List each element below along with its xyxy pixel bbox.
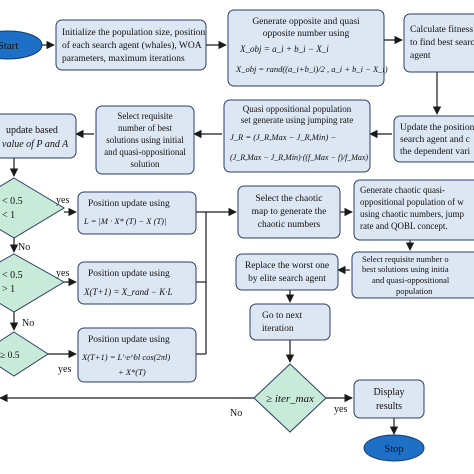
select-best-line-5: solution <box>130 159 160 169</box>
init-line-2: of each search agent (whales), WOA <box>62 40 202 51</box>
select-best2-line-4: population <box>396 286 433 296</box>
start-terminal: Start <box>0 30 43 60</box>
display-line-1: Display <box>373 387 404 398</box>
next-iter-line-1: Go to next <box>262 311 302 321</box>
pos1-title: Position update using <box>88 199 170 209</box>
left-update-line-2: value of P and A <box>2 139 69 150</box>
next-iteration-box: Go to next iteration <box>249 303 331 341</box>
edge-no-1: No <box>18 242 30 253</box>
chaotic-select-box: Select the chaotic map to generate the c… <box>237 185 341 239</box>
select-best-2-box: Select requisite number o best solutions… <box>351 251 474 299</box>
qopp-line-1: Quasi oppositional population <box>243 104 352 114</box>
d3-line-1: ≥ 0.5 <box>0 351 20 361</box>
select-best-line-2: number of best <box>118 123 172 133</box>
pos3-eq-2: + X*(T) <box>118 367 146 377</box>
replace-line-2: by elite search agent <box>248 274 326 284</box>
opposite-eq-2: X_obj = rand((a_i+b_i)/2 , a_i + b_i − X… <box>235 64 388 74</box>
select-best2-line-3: and quasi-oppositional <box>372 275 450 285</box>
iteration-decision: ≥ iter_max <box>253 363 327 433</box>
pos2-eq: X(T+1) = X_rand − K·L <box>83 287 172 297</box>
opposite-line-1: Generate opposite and quasi <box>252 17 360 27</box>
iter-decision-label: ≥ iter_max <box>266 393 314 405</box>
opposite-line-2: opposite number using <box>263 29 350 39</box>
replace-box: Replace the worst one by elite search ag… <box>235 253 339 291</box>
edge-yes-2: yes <box>56 268 69 279</box>
quasi-opposition-box: Quasi oppositional population set genera… <box>223 99 371 173</box>
qopp-line-2: set generate using jumping rate <box>241 115 353 125</box>
chaotic-select-line-3: chaotic numbers <box>258 220 321 230</box>
chaotic-generate-box: Generate chaotic quasi- oppositional pop… <box>353 179 474 241</box>
edge-yes-3: yes <box>58 364 71 375</box>
select-best-line-4: and quasi-oppositional <box>104 147 186 157</box>
select-best2-line-2: best solutions using initia <box>362 264 449 274</box>
stop-terminal: Stop <box>363 434 425 462</box>
qopp-eq-2: (J_R,Max − J_R,Min)·((f_Max − f)/f_Max) <box>230 153 368 162</box>
left-update-box: update based value of P and A <box>0 113 77 159</box>
pos3-title: Position update using <box>88 335 170 345</box>
init-line-1: Initialize the population size, position <box>62 28 206 38</box>
replace-line-1: Replace the worst one <box>245 261 329 271</box>
next-iter-line-2: iteration <box>262 324 294 334</box>
opposite-box: Generate opposite and quasi opposite num… <box>227 9 388 87</box>
update-pos-line-1: Update the position <box>400 123 474 133</box>
d1-line-1: < 0.5 <box>2 196 23 207</box>
position-update-2-box: Position update using X(T+1) = X_rand − … <box>77 261 197 305</box>
qopp-eq-1: J_R = (J_R,Max − J_R,Min) − <box>230 132 336 142</box>
select-best-line-1: Select requisite <box>117 111 172 121</box>
pos2-title: Position update using <box>88 269 170 279</box>
fitness-line-3: agent <box>410 51 431 61</box>
fitness-line-1: Calculate fitness <box>410 24 473 35</box>
chaotic-gen-line-1: Generate chaotic quasi- <box>360 185 445 195</box>
chaotic-gen-line-3: using chaotic numbers, jump <box>360 209 464 219</box>
select-best2-line-1: Select requisite number o <box>362 254 449 264</box>
edge-yes-iter: yes <box>334 404 347 415</box>
decision-1: < 0.5 < 1 <box>0 177 65 239</box>
left-update-line-1: update based <box>6 125 58 136</box>
edge-yes-1: yes <box>56 195 69 206</box>
decision-3: ≥ 0.5 <box>0 331 49 377</box>
pos1-eq: L = |M · X* (T) − X (T)| <box>83 216 166 226</box>
pos3-eq-1: X(T+1) = L'·e^bl cos(2πl) <box>81 352 170 362</box>
chaotic-select-line-2: map to generate the <box>252 207 327 217</box>
update-pos-line-3: the dependent vari <box>400 147 471 157</box>
stop-label: Stop <box>384 444 403 455</box>
d2-line-1: < 0.5 <box>2 270 23 281</box>
d2-line-2: > 1 <box>2 284 15 295</box>
select-best-box: Select requisite number of best solution… <box>95 105 195 175</box>
init-box: Initialize the population size, position… <box>55 19 207 71</box>
fitness-box: Calculate fitness to find best search ag… <box>403 13 474 73</box>
position-update-1-box: Position update using L = |M · X* (T) − … <box>77 191 197 235</box>
d1-line-2: < 1 <box>2 210 15 221</box>
start-label: Start <box>0 40 18 52</box>
fitness-line-2: to find best search <box>410 37 474 48</box>
edge-no-iter: No <box>230 408 242 419</box>
edge-no-2: No <box>22 318 34 329</box>
update-pos-line-2: search agent and c <box>400 135 470 145</box>
position-update-3-box: Position update using X(T+1) = L'·e^bl c… <box>77 327 197 383</box>
update-position-box: Update the position search agent and c t… <box>393 115 474 163</box>
init-line-3: parameters, maximum iterations <box>62 54 185 64</box>
chaotic-gen-line-2: oppositional population of w <box>360 197 464 207</box>
chaotic-select-line-1: Select the chaotic <box>256 194 323 204</box>
opposite-eq-1: X_obj = a_i + b_i − X_i <box>239 44 329 54</box>
display-line-2: results <box>376 401 402 412</box>
display-box: Display results <box>353 379 425 419</box>
decision-2: < 0.5 > 1 <box>0 253 65 313</box>
select-best-line-3: solutions using initial <box>106 135 184 145</box>
chaotic-gen-line-4: rate and QOBL concept. <box>360 221 448 231</box>
